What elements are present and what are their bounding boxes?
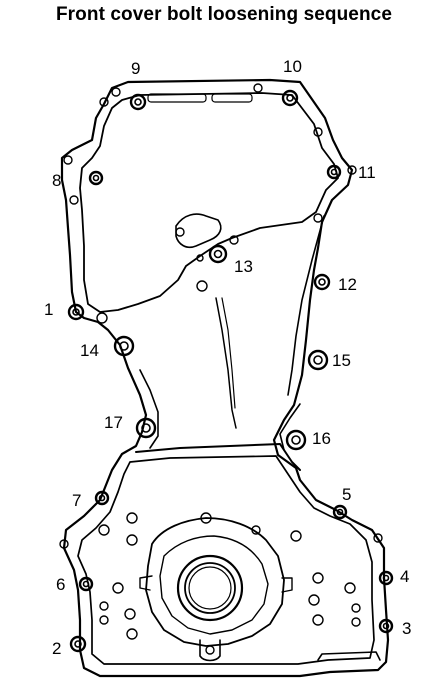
label-4: 4 (400, 567, 409, 586)
bolt-14 (113, 335, 135, 357)
slot-marks (147, 93, 253, 103)
label-11: 11 (358, 163, 376, 182)
label-8: 8 (52, 171, 61, 190)
bolt-6 (78, 576, 94, 592)
bolt-7 (94, 490, 110, 506)
lower-cover-seam (135, 443, 301, 471)
bottom-drain-boss (199, 639, 221, 662)
label-15: 15 (332, 351, 351, 370)
upper-cover-outline (60, 78, 390, 678)
label-13: 13 (234, 257, 253, 276)
diagram-title: Front cover bolt loosening sequence (55, 4, 393, 25)
pump-tab-right (281, 577, 293, 593)
label-17: 17 (104, 413, 123, 432)
bolt-13 (208, 244, 228, 264)
label-6: 6 (56, 575, 65, 594)
timing-bump (175, 213, 222, 249)
upper-inner-gasket (79, 92, 339, 313)
label-2: 2 (52, 639, 61, 658)
right-lower-arm (279, 403, 301, 451)
oil-pan-rail (317, 651, 381, 661)
bolt-5 (332, 504, 348, 520)
bolt-15 (307, 349, 329, 371)
pump-tab-left (139, 575, 153, 591)
lower-inner-gasket (77, 455, 375, 665)
crank-seal-inner (184, 562, 236, 614)
cover-holes-upper (63, 83, 357, 324)
oil-pump-housing (145, 517, 285, 647)
label-12: 12 (338, 275, 357, 294)
bolt-2 (69, 635, 87, 653)
label-10: 10 (283, 57, 302, 76)
bolt-16 (285, 429, 307, 451)
crank-seal-lip (188, 566, 232, 610)
left-lower-arm (139, 369, 159, 449)
oil-pump-inner (159, 535, 269, 635)
drain-hole (205, 645, 215, 655)
bolt-1 (67, 303, 85, 321)
chain-guide-right (287, 215, 325, 396)
cover-holes-lower (59, 512, 383, 640)
bolt-3 (378, 618, 394, 634)
bolt-9 (129, 93, 147, 111)
chain-guide-left-2 (221, 297, 236, 409)
chain-guide-left (215, 297, 237, 429)
bolt-4 (378, 570, 394, 586)
bolt-12 (313, 273, 331, 291)
bolt-8 (88, 170, 104, 186)
bolt-10 (281, 89, 299, 107)
label-14: 14 (80, 341, 99, 360)
label-5: 5 (342, 485, 351, 504)
label-7: 7 (72, 491, 81, 510)
bolt-11 (326, 164, 342, 180)
label-16: 16 (312, 429, 331, 448)
label-3: 3 (402, 619, 411, 638)
crank-seal-outer (176, 554, 244, 622)
label-9: 9 (131, 59, 140, 78)
bolt-17 (135, 417, 157, 439)
label-1: 1 (44, 300, 53, 319)
